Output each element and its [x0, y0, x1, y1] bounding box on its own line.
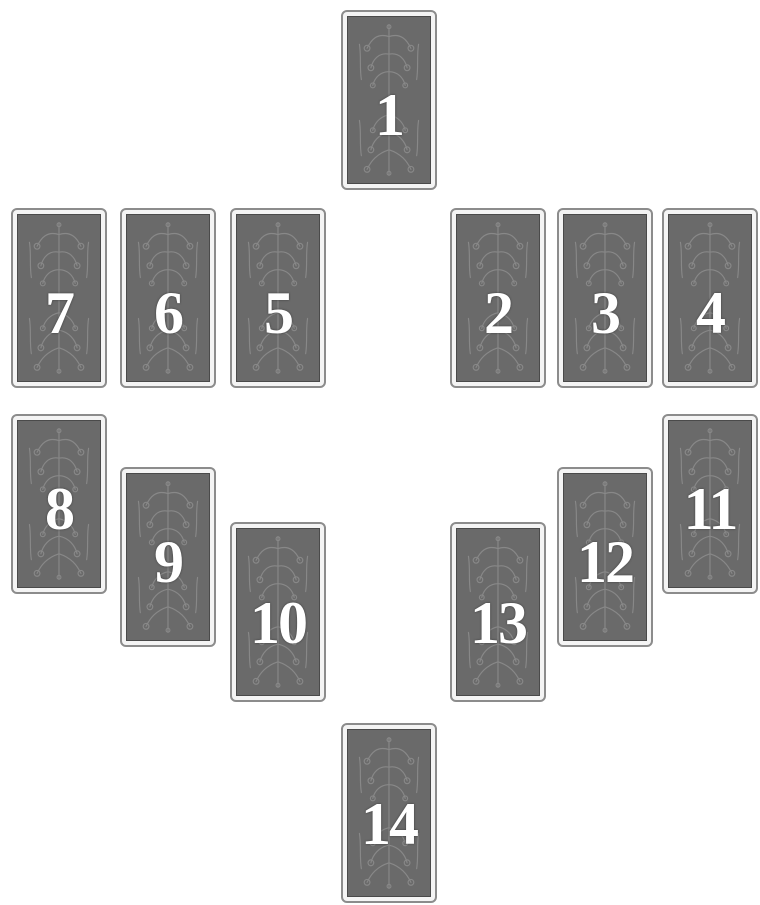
card-back: 8	[17, 420, 101, 588]
card-number: 6	[127, 283, 209, 343]
card-back: 12	[563, 473, 647, 641]
card-back: 7	[17, 214, 101, 382]
card-11[interactable]: 11	[662, 414, 758, 594]
card-back: 9	[126, 473, 210, 641]
card-3[interactable]: 3	[557, 208, 653, 388]
card-back: 14	[347, 729, 431, 897]
card-back: 2	[456, 214, 540, 382]
card-back: 5	[236, 214, 320, 382]
card-number: 13	[457, 593, 539, 653]
card-2[interactable]: 2	[450, 208, 546, 388]
card-14[interactable]: 14	[341, 723, 437, 903]
card-back: 6	[126, 214, 210, 382]
card-number: 3	[564, 283, 646, 343]
card-12[interactable]: 12	[557, 467, 653, 647]
card-number: 11	[669, 479, 751, 539]
card-1[interactable]: 1	[341, 10, 437, 190]
card-5[interactable]: 5	[230, 208, 326, 388]
card-13[interactable]: 13	[450, 522, 546, 702]
card-9[interactable]: 9	[120, 467, 216, 647]
card-number: 9	[127, 532, 209, 592]
card-back: 1	[347, 16, 431, 184]
card-8[interactable]: 8	[11, 414, 107, 594]
card-back: 4	[668, 214, 752, 382]
card-number: 4	[669, 283, 751, 343]
card-number: 14	[348, 794, 430, 854]
card-6[interactable]: 6	[120, 208, 216, 388]
card-number: 2	[457, 283, 539, 343]
card-number: 8	[18, 479, 100, 539]
card-number: 5	[237, 283, 319, 343]
card-number: 12	[564, 532, 646, 592]
card-back: 10	[236, 528, 320, 696]
card-number: 7	[18, 283, 100, 343]
card-4[interactable]: 4	[662, 208, 758, 388]
card-back: 11	[668, 420, 752, 588]
card-number: 10	[237, 593, 319, 653]
card-back: 13	[456, 528, 540, 696]
card-number: 1	[348, 85, 430, 145]
card-back: 3	[563, 214, 647, 382]
card-10[interactable]: 10	[230, 522, 326, 702]
card-7[interactable]: 7	[11, 208, 107, 388]
